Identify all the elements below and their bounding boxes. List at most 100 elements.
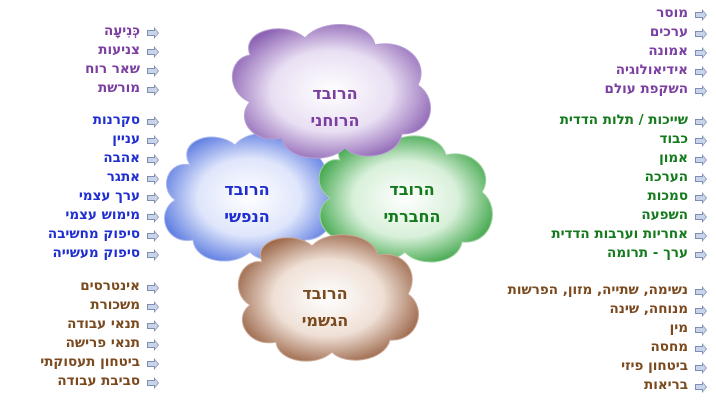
list-item-label: צניעות: [98, 42, 140, 58]
bullet-arrow-icon: [146, 248, 160, 261]
list-item: אתגר: [10, 168, 160, 187]
bullet-arrow-icon: [146, 64, 160, 77]
bullet-arrow-icon: [694, 248, 708, 261]
list-item-label: ערך עצמי: [78, 188, 140, 204]
list-item-label: אחריות וערבות הדדית: [551, 226, 688, 242]
list-item-label: סביבת עבודה: [57, 373, 140, 389]
bullet-arrow-icon: [694, 342, 708, 355]
list-item-label: בריאות: [643, 377, 688, 393]
bullet-arrow-icon: [694, 8, 708, 21]
list-item: סיפוק מחשיבה: [10, 225, 160, 244]
bullet-arrow-icon: [694, 115, 708, 128]
list-item-label: מנוחה, שינה: [609, 301, 688, 317]
list-item-label: אידיאולוגיה: [615, 62, 688, 78]
cloud-label-line: הרובד: [302, 284, 348, 303]
cloud-label-line: הרוחני: [310, 111, 360, 130]
bullet-arrow-icon: [694, 210, 708, 223]
bullet-arrow-icon: [146, 115, 160, 128]
bullet-arrow-icon: [694, 172, 708, 185]
list-item-label: אינטרסים: [80, 278, 140, 294]
bullet-arrow-icon: [146, 357, 160, 370]
bullet-arrow-icon: [146, 319, 160, 332]
list-item-label: משכורת: [90, 297, 140, 313]
list-item: סביבת עבודה: [10, 372, 160, 391]
list-item: משכורת: [10, 296, 160, 315]
cloud-mental: [164, 133, 335, 262]
list-item: מחסה: [508, 338, 708, 357]
cloud-label-line: הרובד: [312, 84, 358, 103]
list-item-label: הערכה: [644, 169, 688, 185]
bullet-arrow-icon: [146, 281, 160, 294]
list-item: מנוחה, שינה: [508, 300, 708, 319]
bullet-arrow-icon: [146, 191, 160, 204]
bullet-arrow-icon: [146, 338, 160, 351]
bullet-arrow-icon: [694, 380, 708, 393]
bullet-arrow-icon: [146, 172, 160, 185]
bullet-arrow-icon: [694, 134, 708, 147]
bullet-arrow-icon: [146, 134, 160, 147]
list-item-label: אתגר: [106, 169, 140, 185]
cloud-spiritual: [231, 24, 432, 159]
list-item-label: מחסה: [650, 339, 689, 355]
bullet-arrow-icon: [146, 83, 160, 96]
bullet-arrow-icon: [694, 153, 708, 166]
list-item-label: ערכים: [649, 24, 688, 40]
list-item-label: ביטחון תעסוקתי: [40, 354, 140, 370]
bullet-arrow-icon: [694, 191, 708, 204]
bullet-arrow-icon: [694, 304, 708, 317]
bullet-arrow-icon: [146, 26, 160, 39]
list-item: שאר רוח: [10, 60, 160, 79]
list-item: אחריות וערבות הדדית: [551, 225, 708, 244]
bullet-arrow-icon: [694, 229, 708, 242]
list-item-label: תנאי פרישה: [65, 335, 140, 351]
list-item: עניין: [10, 130, 160, 149]
list-item: סקרנות: [10, 111, 160, 130]
list-item-label: אהבה: [103, 150, 140, 166]
cloud-label-line: הגשמי: [301, 311, 349, 330]
list-item: הערכה: [551, 168, 708, 187]
list-item-label: כְּנִיעָה: [104, 23, 140, 39]
list-item-label: אמון: [659, 150, 688, 166]
list-item: ביטחון תעסוקתי: [10, 353, 160, 372]
list-item: ערכים: [605, 23, 708, 42]
list-item-label: נשימה, שתייה, מזון, הפרשות: [507, 282, 688, 298]
list-item-label: סיפוק מעשייה: [52, 245, 140, 261]
bullet-arrow-icon: [694, 65, 708, 78]
list-item-label: תנאי עבודה: [67, 316, 140, 332]
bullet-arrow-icon: [146, 45, 160, 58]
list-item-label: מורשת: [98, 80, 140, 96]
cloud-label-line: הנפשי: [224, 207, 270, 226]
cloud-label-line: החברתי: [383, 207, 441, 226]
list-item-label: שייכות / תלות הדדית: [559, 112, 688, 128]
bullet-arrow-icon: [146, 210, 160, 223]
list-item: צניעות: [10, 41, 160, 60]
list-item-label: אמונה: [648, 43, 688, 59]
list-item-label: מימוש עצמי: [65, 207, 140, 223]
bullet-arrow-icon: [694, 27, 708, 40]
bullet-arrow-icon: [146, 153, 160, 166]
cloud-label-physical: הרובד הגשמי: [285, 280, 365, 334]
list-item: נשימה, שתייה, מזון, הפרשות: [508, 281, 708, 300]
list-item: שייכות / תלות הדדית: [551, 111, 708, 130]
list-item: כבוד: [551, 130, 708, 149]
list-item: אהבה: [10, 149, 160, 168]
cloud-label-line: הרובד: [224, 180, 270, 199]
cloud-social: [318, 135, 493, 263]
bullet-arrow-icon: [146, 229, 160, 242]
cloud-label-line: הרובד: [389, 180, 435, 199]
list-item: מימוש עצמי: [10, 206, 160, 225]
list-item-label: עניין: [112, 131, 140, 147]
bullet-arrow-icon: [694, 323, 708, 336]
bullet-arrow-icon: [146, 300, 160, 313]
list-item-label: מוסר: [656, 5, 688, 21]
list-item-label: כבוד: [659, 131, 688, 147]
list-item: כְּנִיעָה: [10, 22, 160, 41]
list-item: ביטחון פיזי: [508, 357, 708, 376]
bullet-arrow-icon: [694, 361, 708, 374]
list-item: תנאי פרישה: [10, 334, 160, 353]
